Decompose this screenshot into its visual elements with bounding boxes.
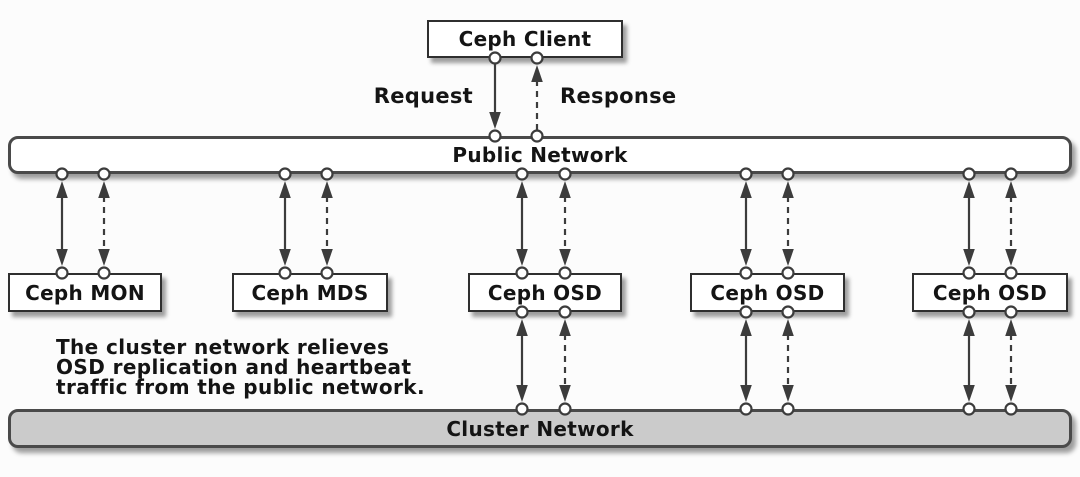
public-mon-link-dashed (97, 167, 111, 280)
public-osd-3-link-dashed (1004, 167, 1018, 280)
cluster-note-line-1: The cluster network relieves (56, 335, 390, 359)
cluster-osd-1-link-dashed (558, 305, 572, 416)
node-ceph-mon: Ceph MON (8, 273, 162, 312)
node-ceph-osd-2: Ceph OSD (690, 273, 845, 312)
cluster-note-line-2: OSD replication and heartbeat (56, 355, 412, 379)
node-ceph-osd-3-label: Ceph OSD (932, 280, 1048, 305)
node-ceph-mds: Ceph MDS (232, 273, 388, 312)
public-mds-link-dashed (320, 167, 334, 280)
cluster-network-bar: Cluster Network (8, 409, 1072, 448)
cluster-osd-3-link-solid (962, 305, 976, 416)
request-label: Request (373, 84, 473, 108)
request-arrow (488, 51, 502, 143)
node-ceph-client: Ceph Client (427, 20, 623, 58)
node-ceph-osd-3: Ceph OSD (912, 273, 1068, 312)
response-label: Response (560, 84, 677, 108)
cluster-note: The cluster network relieves OSD replica… (56, 337, 425, 397)
cluster-osd-2-link-solid (739, 305, 753, 416)
node-ceph-client-label: Ceph Client (458, 27, 592, 51)
node-ceph-osd-2-label: Ceph OSD (710, 280, 825, 305)
public-mon-link-solid (55, 167, 69, 280)
response-arrow (530, 51, 544, 143)
node-ceph-osd-1: Ceph OSD (468, 273, 622, 312)
public-network-bar: Public Network (8, 136, 1072, 174)
public-osd-1-link-dashed (558, 167, 572, 280)
node-ceph-osd-1-label: Ceph OSD (487, 280, 603, 305)
node-ceph-mon-label: Ceph MON (25, 280, 145, 305)
public-osd-2-link-solid (739, 167, 753, 280)
public-mds-link-solid (278, 167, 292, 280)
cluster-osd-1-link-solid (515, 305, 529, 416)
node-ceph-mds-label: Ceph MDS (251, 280, 369, 305)
public-osd-1-link-solid (515, 167, 529, 280)
cluster-osd-3-link-dashed (1004, 305, 1018, 416)
cluster-osd-2-link-dashed (781, 305, 795, 416)
public-osd-3-link-solid (962, 167, 976, 280)
cluster-network-label: Cluster Network (446, 416, 634, 441)
cluster-note-line-3: traffic from the public network. (56, 375, 425, 399)
public-osd-2-link-dashed (781, 167, 795, 280)
public-network-label: Public Network (452, 143, 628, 167)
